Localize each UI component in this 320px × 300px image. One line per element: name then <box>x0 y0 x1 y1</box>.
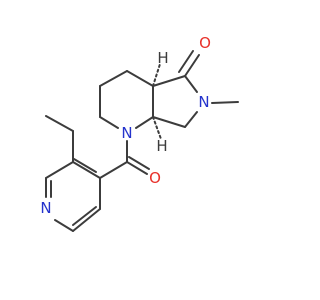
pyrrolidinone-ring <box>152 50 239 128</box>
keto-oxygen-label: O <box>199 34 211 52</box>
molecule-structure: O N N O N H H <box>40 34 239 232</box>
piperidine-ring <box>99 70 154 129</box>
ethyl-group <box>45 115 74 163</box>
bottom-hydrogen-label: H <box>156 137 167 155</box>
amide-group <box>99 140 150 179</box>
amide-oxygen-label: O <box>149 169 161 187</box>
stereo-hydrogens <box>152 63 162 140</box>
pyridine-nitrogen-label: N <box>40 199 51 217</box>
lactam-nitrogen-label: N <box>198 93 209 111</box>
top-hydrogen-label: H <box>157 49 168 67</box>
atom-labels: O N N O N H H <box>40 34 211 217</box>
piperidine-nitrogen-label: N <box>121 124 132 142</box>
pyridine-ring <box>45 158 101 232</box>
